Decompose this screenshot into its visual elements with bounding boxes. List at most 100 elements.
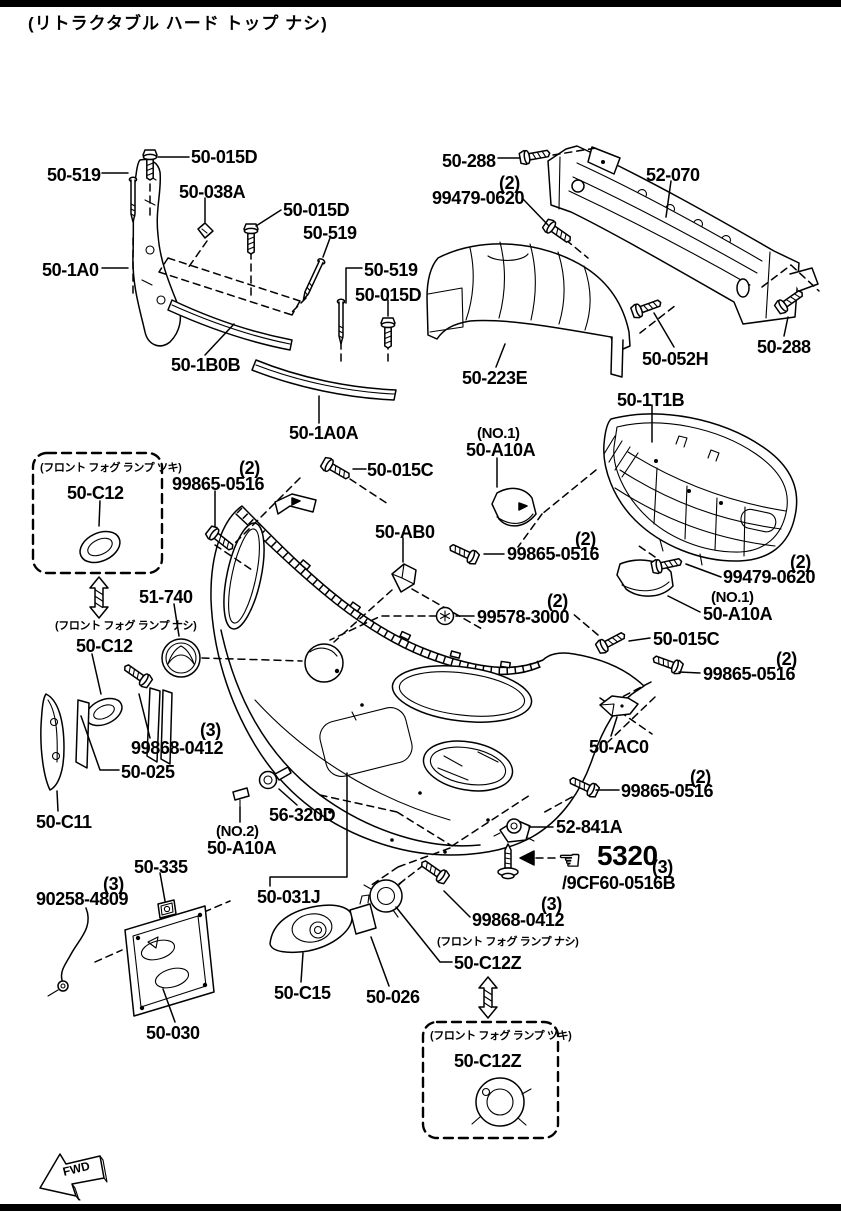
part-label: 99479-0620 bbox=[432, 188, 525, 208]
part-label: (3) bbox=[652, 857, 673, 877]
leader-lines bbox=[56, 156, 789, 1023]
part-label: 50-C12Z bbox=[454, 1051, 522, 1071]
option-box-with-foglamp-z bbox=[421, 1020, 560, 1140]
part-label: 50-1T1B bbox=[617, 390, 685, 410]
part-label: /9CF60-0516B bbox=[562, 873, 676, 893]
seal-strip-50-1A0A bbox=[251, 359, 397, 401]
bottom-border-bar bbox=[0, 1204, 841, 1211]
part-label: (2) bbox=[790, 552, 811, 572]
star-clip-99578-3000 bbox=[428, 606, 455, 626]
part-label: 50-288 bbox=[757, 337, 811, 357]
fog-cover-ring-50-C12Z bbox=[363, 878, 406, 918]
part-label: 99865-0516 bbox=[172, 474, 265, 494]
front-grille-50-1T1B bbox=[603, 413, 798, 566]
part-label: 50-030 bbox=[146, 1023, 200, 1043]
clip-nut-52-841A bbox=[493, 818, 535, 843]
part-label: 50-015C bbox=[367, 460, 434, 480]
part-label: 99868-0412 bbox=[131, 738, 224, 758]
part-label: 50-335 bbox=[134, 857, 188, 877]
square-nut-50-335 bbox=[157, 899, 177, 919]
part-label: 52-841A bbox=[556, 817, 623, 837]
part-label: 50-A10A bbox=[207, 838, 277, 858]
top-border-bar bbox=[0, 0, 841, 7]
part-label: 50-052H bbox=[642, 349, 709, 369]
part-label: 50-015D bbox=[283, 200, 350, 220]
part-label: 99865-0516 bbox=[621, 781, 714, 801]
fog-cover-oval-50-C12-with bbox=[79, 530, 121, 564]
option-box-with-foglamp bbox=[31, 451, 164, 575]
bracket-50-1A0 bbox=[132, 158, 182, 347]
part-label: 52-070 bbox=[646, 165, 700, 185]
part-label: 50-1A0A bbox=[289, 423, 359, 443]
part-label: 50-015C bbox=[653, 629, 720, 649]
wire-clip-90258-4809 bbox=[47, 907, 89, 997]
part-label: (2) bbox=[239, 458, 260, 478]
part-label: 50-1B0B bbox=[171, 355, 241, 375]
part-label: (フロント フォグ ランプ ナシ) bbox=[437, 936, 579, 948]
part-label: (3) bbox=[103, 874, 124, 894]
bracket-50-026 bbox=[349, 894, 377, 935]
fog-cover-round-50-C12Z-with bbox=[471, 1077, 532, 1127]
part-label: (2) bbox=[499, 173, 520, 193]
striped-arrow-icon bbox=[89, 576, 109, 619]
part-label: 50-519 bbox=[47, 165, 101, 185]
part-label: 99865-0516 bbox=[703, 664, 796, 684]
page-title: (リトラクタブル ハード トップ ナシ) bbox=[28, 14, 328, 33]
part-label: (NO.2) bbox=[216, 823, 259, 840]
part-label: 50-C12Z bbox=[454, 953, 522, 973]
part-label: 50-026 bbox=[366, 987, 420, 1007]
part-label: (2) bbox=[547, 591, 568, 611]
part-label: 50-AC0 bbox=[589, 737, 649, 757]
part-label: 50-A10A bbox=[703, 604, 773, 624]
mazda-emblem-51-740 bbox=[161, 638, 201, 678]
impact-foam-50-223E bbox=[426, 241, 631, 378]
pointing-hand-icon: ☜ bbox=[558, 845, 581, 875]
fwd-label: FWD bbox=[61, 1159, 91, 1179]
crash-beam-52-070 bbox=[547, 145, 819, 325]
part-label: 50-288 bbox=[442, 151, 496, 171]
clip-no2-50-A10A bbox=[232, 787, 250, 808]
part-label: 50-C15 bbox=[274, 983, 331, 1003]
bracket-50-AB0 bbox=[391, 563, 417, 593]
part-label: 50-C12 bbox=[67, 483, 124, 503]
part-label: (2) bbox=[690, 767, 711, 787]
part-label: 50-AB0 bbox=[375, 522, 435, 542]
part-label: (NO.1) bbox=[477, 425, 520, 442]
part-label: (NO.1) bbox=[711, 589, 754, 606]
part-label: 50-015D bbox=[191, 147, 258, 167]
part-label: 50-015D bbox=[355, 285, 422, 305]
part-label: 99865-0516 bbox=[507, 544, 600, 564]
part-label: 50-223E bbox=[462, 368, 528, 388]
part-label: 51-740 bbox=[139, 587, 193, 607]
part-label: 99868-0412 bbox=[472, 910, 565, 930]
bracket-50-AC0 bbox=[599, 695, 639, 717]
part-label: 50-519 bbox=[303, 223, 357, 243]
part-label: 50-C12 bbox=[76, 636, 133, 656]
part-label: 50-025 bbox=[121, 762, 175, 782]
clip-50-038A bbox=[197, 222, 214, 239]
part-label: 50-A10A bbox=[466, 440, 536, 460]
bolt-52-841A bbox=[497, 843, 535, 880]
part-label: (2) bbox=[575, 529, 596, 549]
retainer-50-025 bbox=[75, 687, 173, 769]
plate-no1-50-A10A-left bbox=[491, 487, 537, 527]
fwd-arrow-icon: FWD bbox=[39, 1153, 108, 1201]
part-label: (3) bbox=[541, 894, 562, 914]
part-label: 50-C11 bbox=[36, 812, 92, 832]
part-label: (フロント フォグ ランプ ナシ) bbox=[55, 620, 197, 632]
license-plate-bracket-50-030 bbox=[124, 905, 215, 1017]
bumper-face-50-031J bbox=[210, 493, 645, 856]
part-label: 50-038A bbox=[179, 182, 246, 202]
part-label: 50-031J bbox=[257, 887, 321, 907]
bracket-50-C11 bbox=[40, 693, 65, 791]
part-label: 99479-0620 bbox=[723, 567, 816, 587]
part-label: 56-320D bbox=[269, 805, 336, 825]
part-label: 5320 bbox=[597, 840, 658, 871]
striped-arrow-icon bbox=[478, 976, 498, 1019]
part-label: (フロント フォグ ランプ ツキ) bbox=[40, 462, 182, 474]
part-label: (2) bbox=[776, 649, 797, 669]
seal-strip-50-1B0B bbox=[167, 299, 293, 351]
part-label: (3) bbox=[200, 720, 221, 740]
